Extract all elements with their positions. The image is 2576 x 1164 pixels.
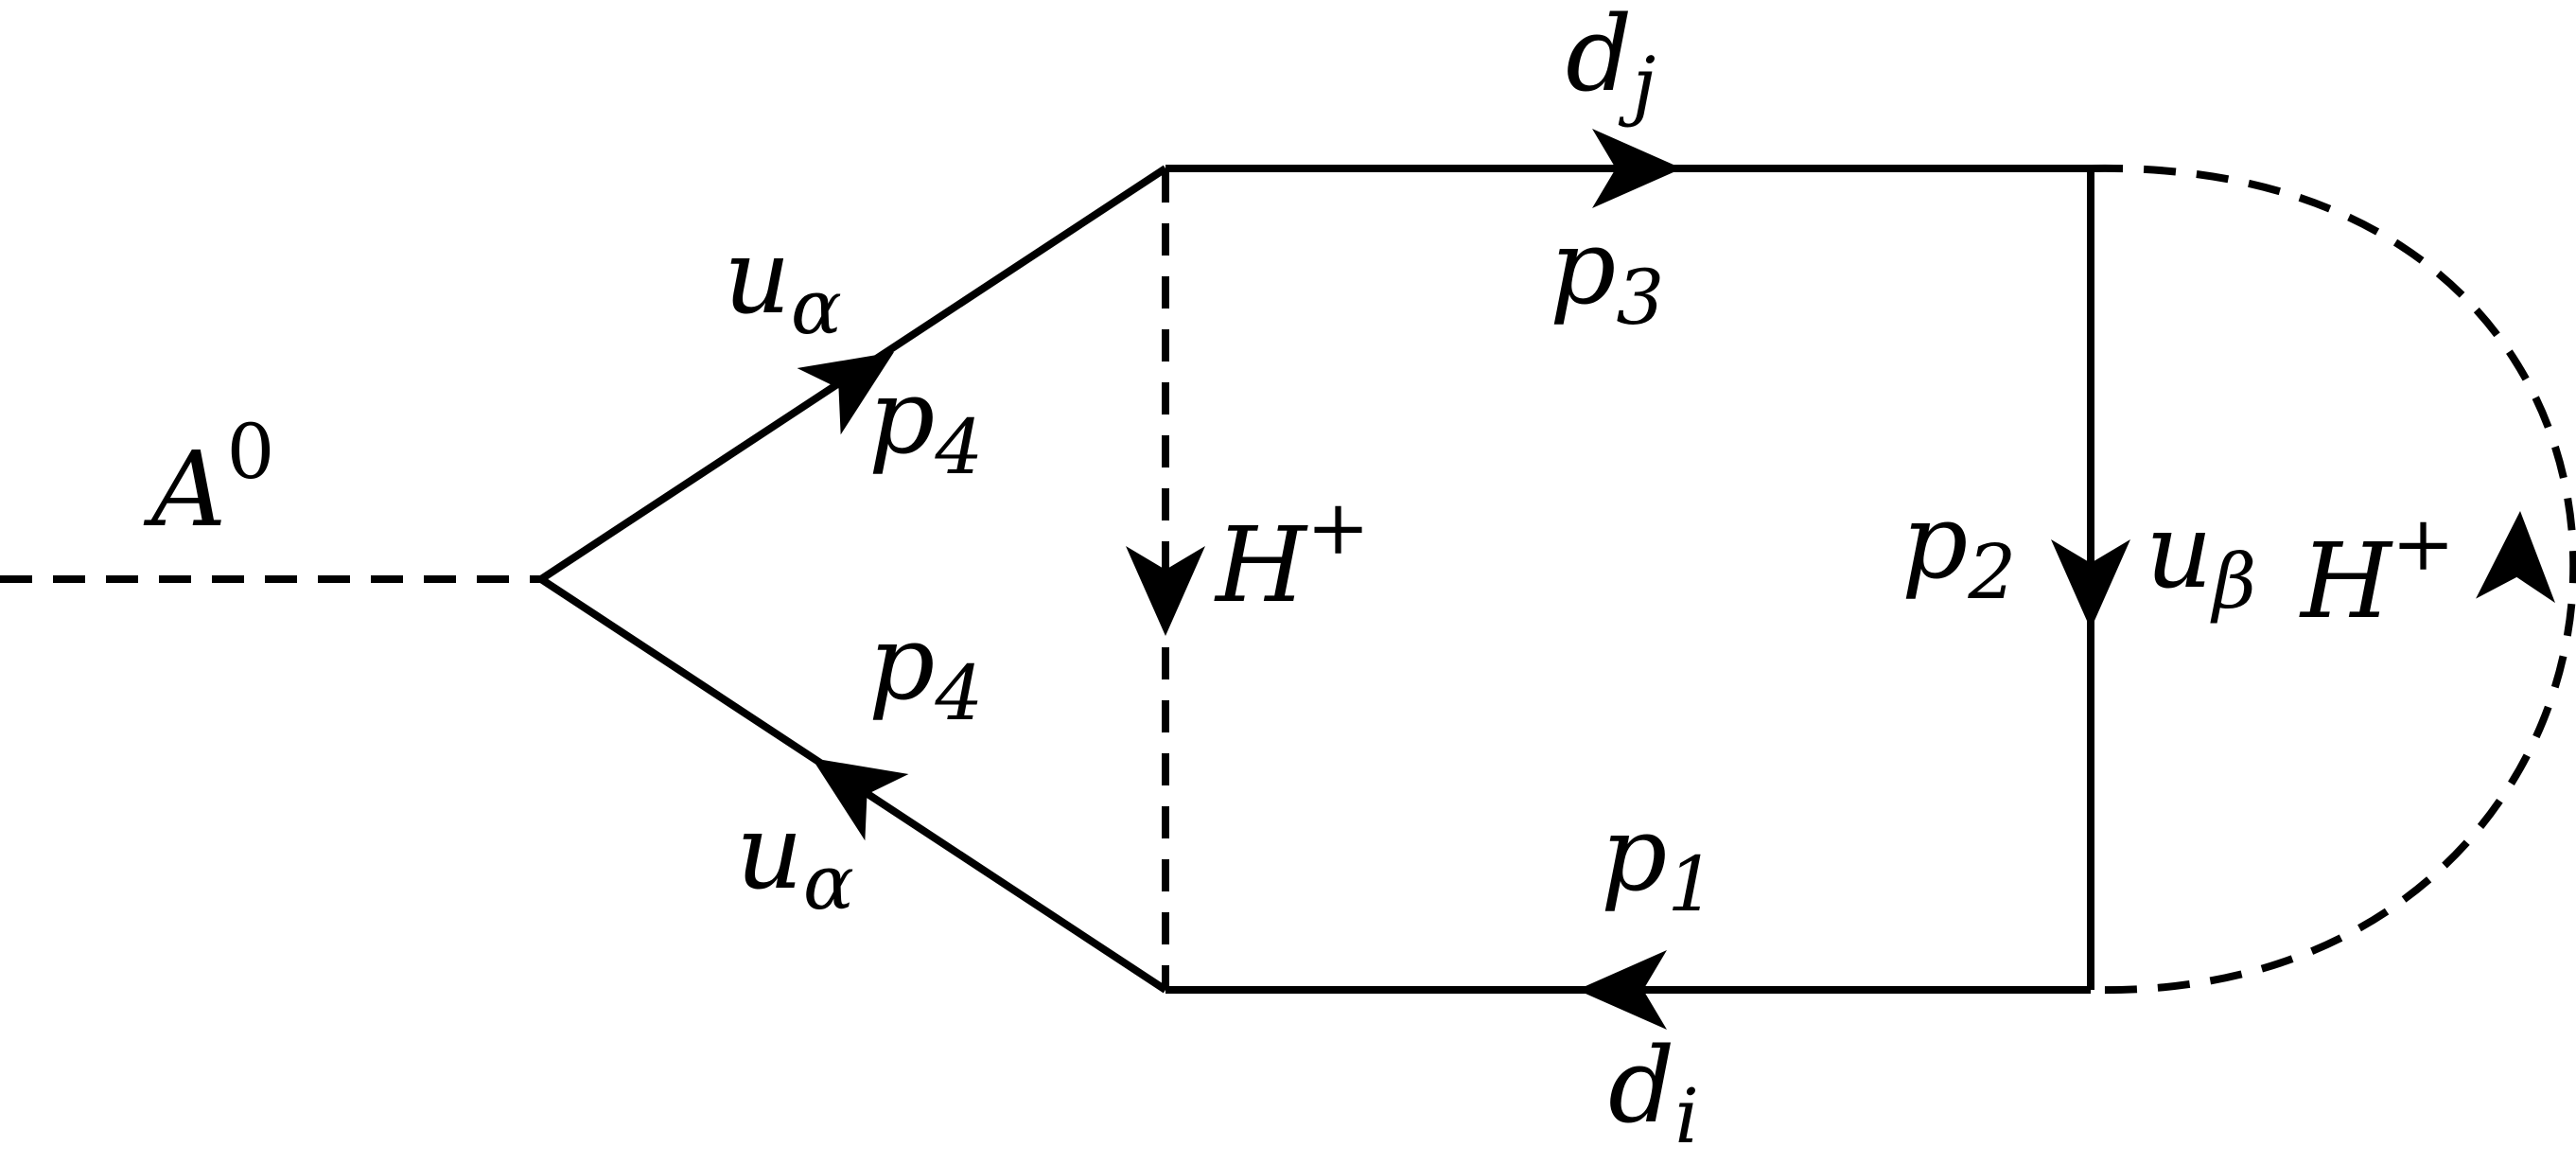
arrow-u-alpha-bottom-icon (812, 758, 909, 841)
label-p2: p2 (1901, 481, 2016, 616)
arrow-d-i-icon (1577, 950, 1667, 1030)
label-p4-top: p4 (868, 356, 983, 491)
arrow-d-j-icon (1592, 129, 1682, 208)
arrow-h-plus-arc-icon (2476, 511, 2555, 604)
arrow-u-alpha-top-icon (797, 352, 894, 435)
label-h-plus-right: H+ (2299, 500, 2455, 642)
label-u-alpha-bottom: uα (736, 791, 854, 926)
label-d-i: di (1608, 1025, 1699, 1160)
label-h-plus-left: H+ (1214, 484, 1370, 626)
arrow-h-plus-vertical-icon (1126, 546, 1205, 636)
label-u-alpha-top: uα (724, 216, 842, 351)
label-p3: p3 (1550, 206, 1664, 342)
label-a0: A0 (143, 408, 274, 550)
h-plus-arc-line (2090, 164, 2576, 995)
arrow-u-beta-icon (2051, 539, 2130, 629)
label-p1: p1 (1601, 793, 1715, 928)
label-u-beta: uβ (2146, 490, 2256, 626)
label-p4-bottom: p4 (868, 602, 983, 737)
label-d-j: dj (1566, 0, 1656, 129)
